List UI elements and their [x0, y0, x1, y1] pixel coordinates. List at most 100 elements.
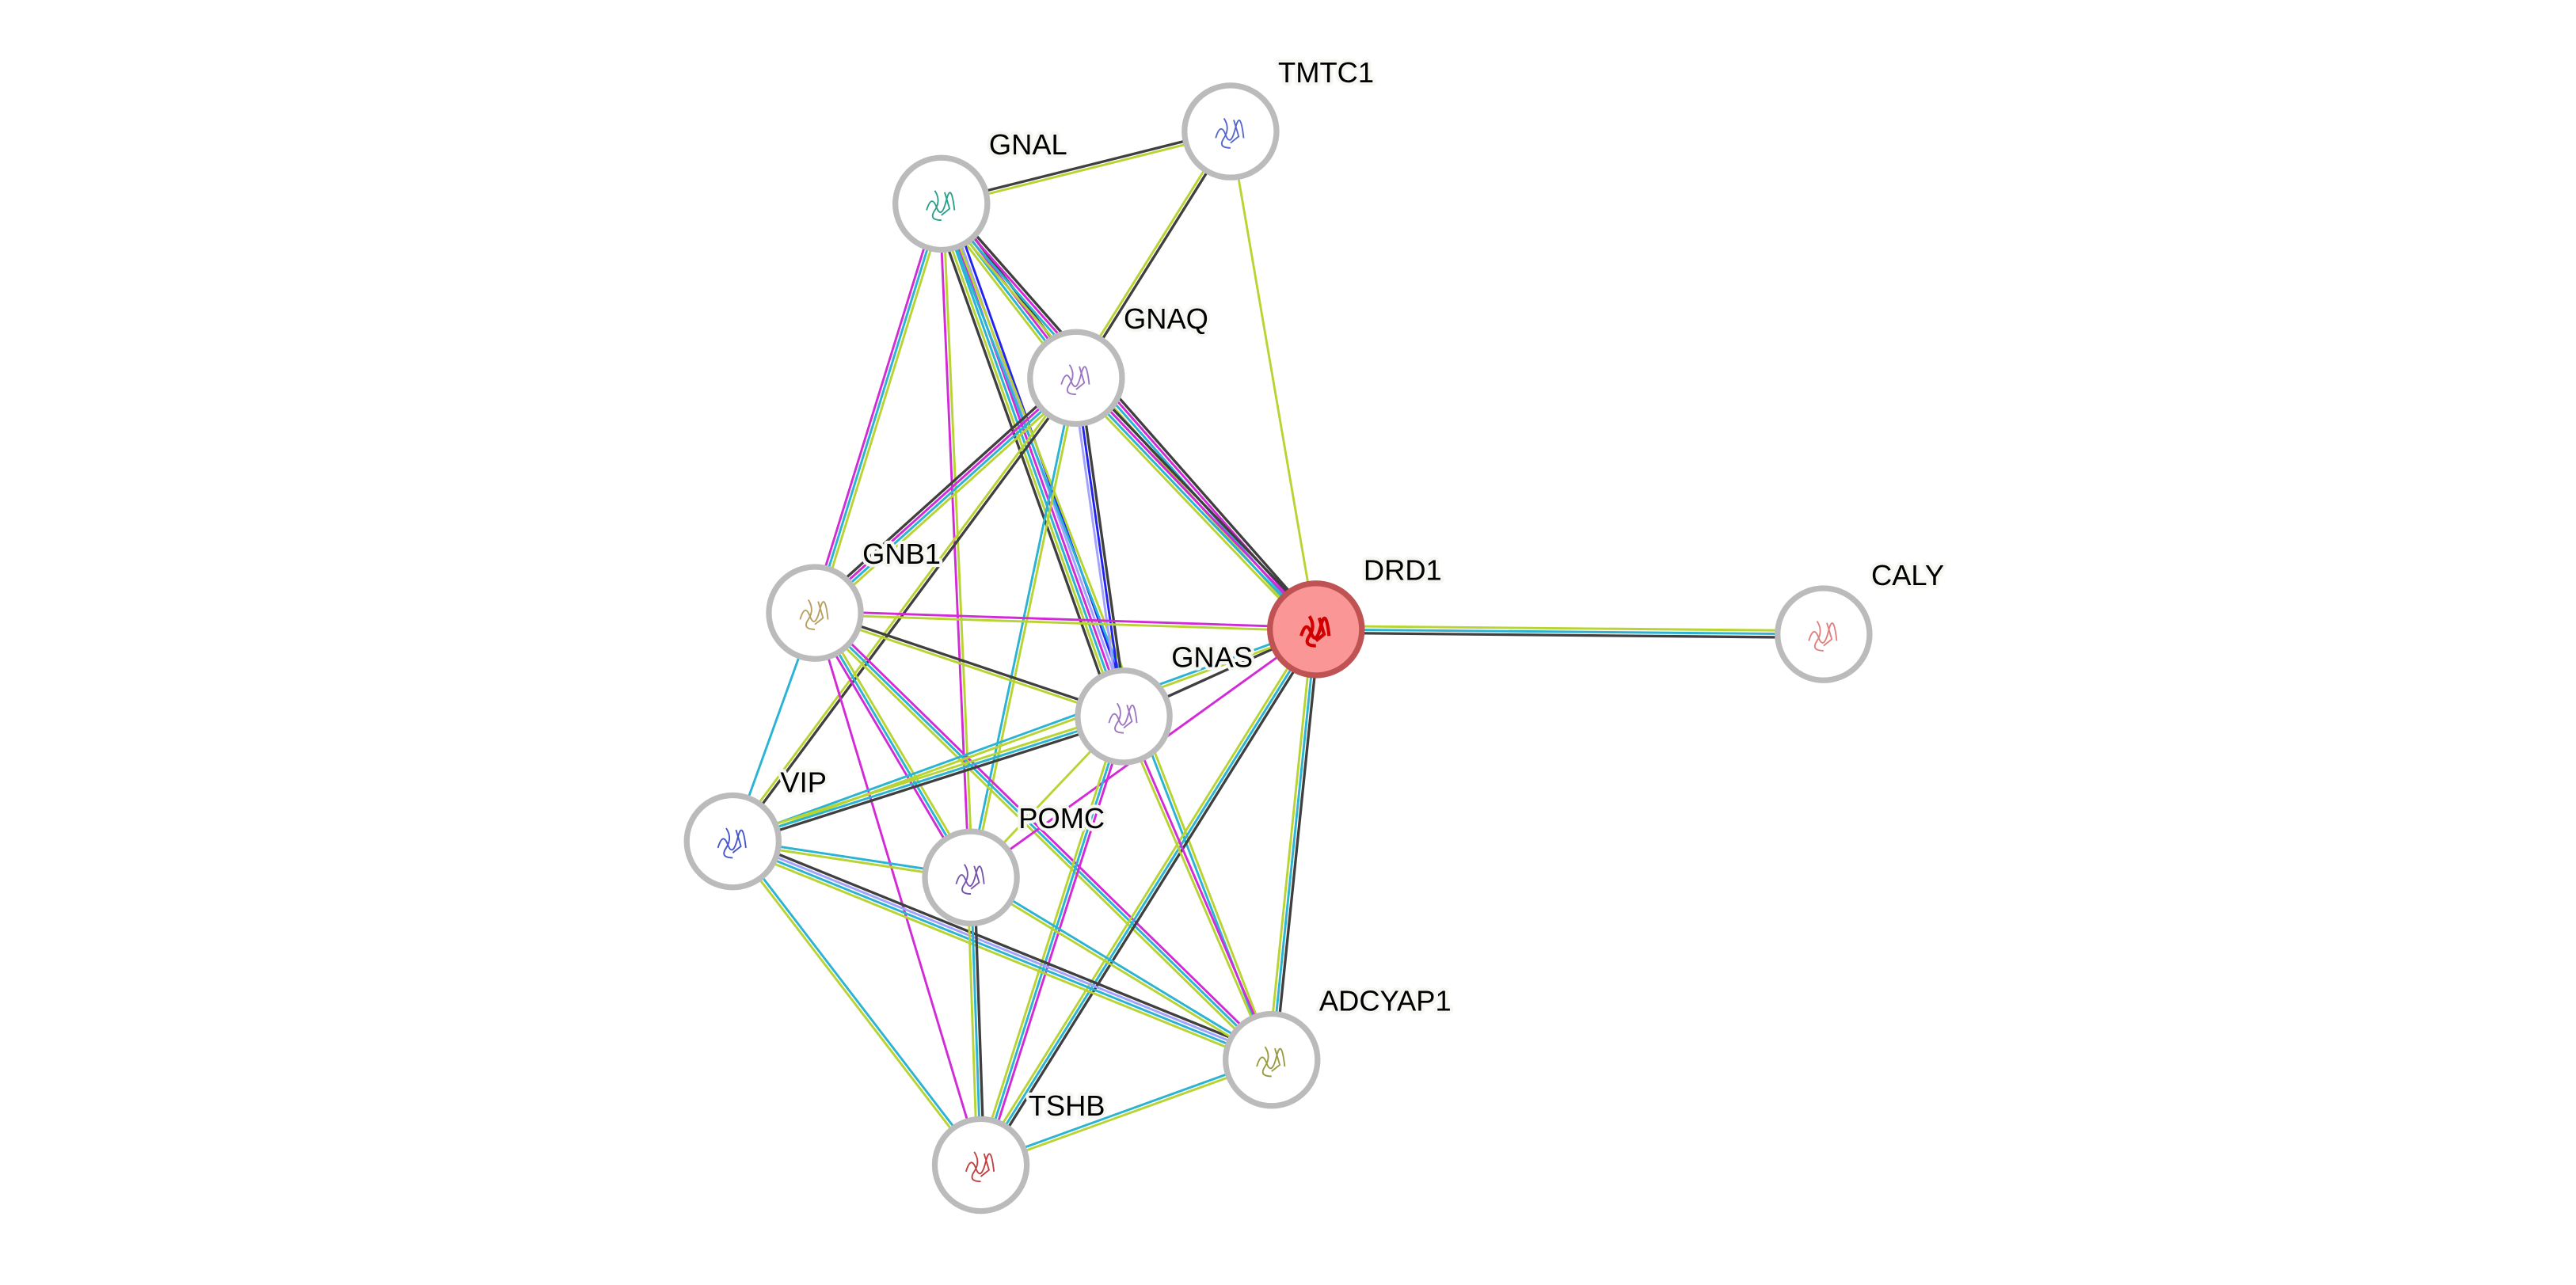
node-circle[interactable] — [931, 1116, 1030, 1215]
edge-line-textmining — [816, 610, 976, 876]
edge-line-textmining — [730, 845, 1270, 1066]
edge-gnb1-adcyap1[interactable] — [811, 609, 1275, 1063]
edge-gnal-tmtc1[interactable] — [940, 128, 1231, 207]
protein-structure-icon — [1299, 615, 1331, 648]
protein-structure-icon — [799, 599, 829, 630]
edge-line-experiments — [815, 610, 1316, 629]
node-label: GNAQ — [1124, 302, 1208, 335]
edge-line-experiments — [816, 609, 1275, 1059]
edge-line-textmining — [1121, 717, 1272, 1062]
edge-drd1-caly[interactable] — [1315, 625, 1824, 640]
edge-line-databases — [813, 612, 1273, 1061]
edge-gnaq-gnb1[interactable] — [810, 373, 1081, 618]
node-circle[interactable] — [1775, 585, 1873, 683]
node-circle[interactable] — [1027, 329, 1125, 428]
node-circle[interactable] — [1267, 580, 1365, 679]
edge-gnb1-pomc[interactable] — [811, 610, 976, 880]
node-gnb1[interactable]: GNB1 — [766, 534, 944, 662]
node-circle[interactable] — [892, 154, 991, 253]
edge-line-databases — [813, 612, 972, 879]
edge-gnas-vip[interactable] — [731, 712, 1125, 846]
edge-line-coexpression — [1273, 629, 1321, 1061]
edge-line-databases — [813, 203, 943, 614]
edge-line-databases — [1315, 628, 1824, 636]
edge-tmtc1-drd1[interactable] — [1229, 131, 1318, 630]
edge-line-experiments — [810, 202, 939, 613]
node-circle[interactable] — [766, 564, 864, 662]
edge-gnb1-drd1[interactable] — [814, 610, 1316, 633]
protein-structure-icon — [717, 827, 747, 859]
edge-vip-tshb[interactable] — [730, 839, 984, 1167]
edge-gnb1-gnas[interactable] — [813, 610, 1125, 720]
edge-line-textmining — [813, 613, 1124, 720]
edge-line-textmining — [730, 842, 980, 1167]
edge-gnas-tshb[interactable] — [976, 715, 1128, 1167]
edge-line-textmining — [976, 626, 1315, 1164]
edge-line-coexpression — [810, 373, 1074, 610]
edge-line-homology — [732, 838, 1273, 1059]
edge-line-coexpression — [732, 378, 1079, 843]
edge-line-databases — [980, 629, 1317, 1166]
edge-line-textmining — [941, 131, 1231, 207]
node-circle[interactable] — [1075, 667, 1173, 766]
edge-line-coexpression — [931, 206, 1117, 720]
edge-gnb1-tshb[interactable] — [813, 612, 982, 1165]
node-gnaq[interactable]: GNAQ — [1027, 299, 1212, 428]
node-circle[interactable] — [1223, 1010, 1321, 1109]
edge-line-experiments — [983, 717, 1128, 1167]
edge-line-textmining — [1229, 131, 1318, 630]
node-caly[interactable]: CALY — [1775, 556, 1947, 683]
edge-line-databases — [980, 716, 1125, 1165]
node-tmtc1[interactable]: TMTC1 — [1181, 53, 1377, 181]
edge-line-textmining — [814, 613, 1316, 633]
node-circle[interactable] — [1181, 82, 1280, 181]
edge-line-databases — [938, 203, 1124, 718]
edges-layer — [730, 128, 1824, 1168]
edge-vip-adcyap1[interactable] — [730, 835, 1274, 1066]
edge-gnaq-vip[interactable] — [730, 376, 1079, 843]
protein-structure-icon — [1108, 702, 1138, 734]
node-gnal[interactable]: GNAL — [892, 125, 1071, 253]
edge-drd1-tshb[interactable] — [976, 626, 1320, 1168]
node-pomc[interactable]: POMC — [922, 799, 1108, 927]
edge-tshb-adcyap1[interactable] — [980, 1057, 1273, 1168]
edge-line-coexpression — [734, 835, 1274, 1057]
edge-line-databases — [732, 715, 1124, 843]
node-circle[interactable] — [683, 792, 782, 891]
edge-line-coexpression — [733, 718, 1125, 846]
node-circle[interactable] — [922, 828, 1020, 927]
node-drd1[interactable]: DRD1 — [1267, 550, 1445, 679]
edge-gnaq-gnas[interactable] — [1071, 377, 1128, 717]
edge-line-coexpression — [944, 199, 1321, 627]
edge-line-textmining — [971, 378, 1079, 879]
edge-line-textmining — [730, 376, 1076, 842]
edge-line-experiments — [811, 614, 969, 880]
edge-line-experiments — [1124, 715, 1275, 1060]
edge-gnas-adcyap1[interactable] — [1121, 715, 1275, 1062]
edge-line-experiments — [812, 375, 1076, 613]
node-label: CALY — [1871, 559, 1944, 591]
edge-gnaq-pomc[interactable] — [968, 377, 1079, 879]
edge-line-textmining — [817, 381, 1081, 618]
node-label: DRD1 — [1364, 554, 1442, 587]
edge-line-coexpression — [1315, 631, 1824, 640]
edge-line-cooccurrence — [1075, 378, 1125, 717]
node-label: POMC — [1018, 802, 1105, 834]
edge-drd1-adcyap1[interactable] — [1266, 629, 1321, 1061]
edge-line-databases — [1270, 629, 1318, 1060]
edge-line-coexpression — [940, 128, 1231, 203]
edge-gnal-gnb1[interactable] — [810, 202, 946, 614]
edge-line-textmining — [980, 1060, 1273, 1168]
node-label: TSHB — [1029, 1089, 1105, 1122]
node-tshb[interactable]: TSHB — [931, 1086, 1109, 1215]
protein-structure-icon — [926, 190, 956, 222]
node-adcyap1[interactable]: ADCYAP1 — [1223, 981, 1455, 1109]
node-gnas[interactable]: GNAS — [1075, 637, 1256, 766]
edge-line-textmining — [1266, 629, 1314, 1060]
node-vip[interactable]: VIP — [683, 762, 830, 891]
edge-gnaq-drd1[interactable] — [1071, 373, 1321, 634]
edge-line-textmining — [935, 205, 1121, 719]
edge-pomc-adcyap1[interactable] — [969, 875, 1273, 1063]
